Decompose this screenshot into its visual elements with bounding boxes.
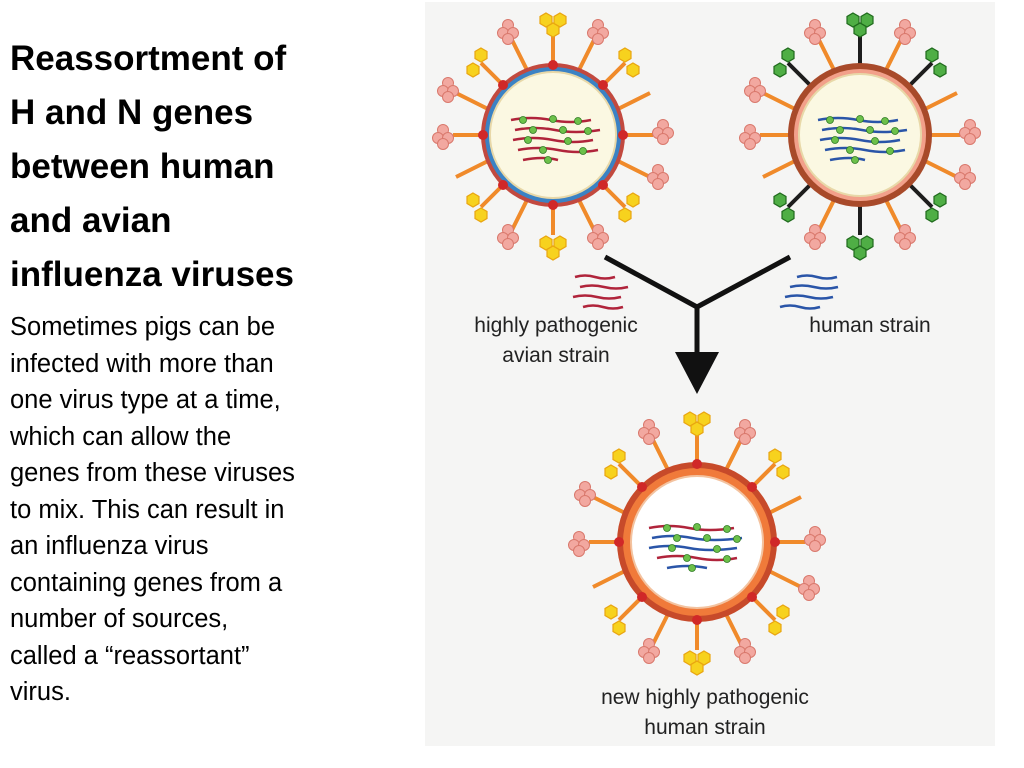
merge-arrow (603, 254, 792, 357)
reassortment-diagram (432, 12, 981, 676)
human-rna-segments (779, 274, 839, 310)
human-virus (739, 12, 981, 261)
new-strain-label: new highly pathogenic human strain (601, 686, 809, 739)
avian-rna-segments (572, 274, 629, 310)
human-strain-label: human strain (809, 314, 931, 337)
reassortant-virus (568, 411, 826, 676)
slide-title: Reassortment of H and N genes between hu… (10, 39, 294, 294)
avian-virus (432, 12, 674, 261)
avian-strain-label: highly pathogenic avian strain (474, 314, 638, 367)
slide-body-text: Sometimes pigs can be infected with more… (10, 313, 295, 706)
arrow-head (675, 352, 719, 394)
reassortment-figure: highly pathogenic avian strain human str… (425, 2, 995, 746)
